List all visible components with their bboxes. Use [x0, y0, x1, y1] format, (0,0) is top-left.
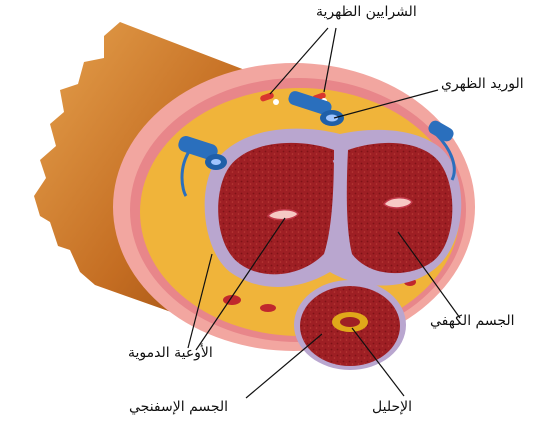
label-corpus-cavernosum: الجسم الكهفي	[430, 313, 515, 329]
label-blood-vessels: الأوعية الدموية	[128, 345, 213, 361]
urethra-lumen	[340, 317, 360, 327]
corpus-cavernosum-left	[218, 143, 334, 274]
label-corpus-spongiosum: الجسم الإسفنجي	[129, 399, 228, 415]
label-dorsal-arteries: الشرايين الظهرية	[316, 4, 417, 20]
label-dorsal-vein: الوريد الظهري	[441, 76, 524, 92]
label-urethra: الإحليل	[372, 399, 412, 415]
